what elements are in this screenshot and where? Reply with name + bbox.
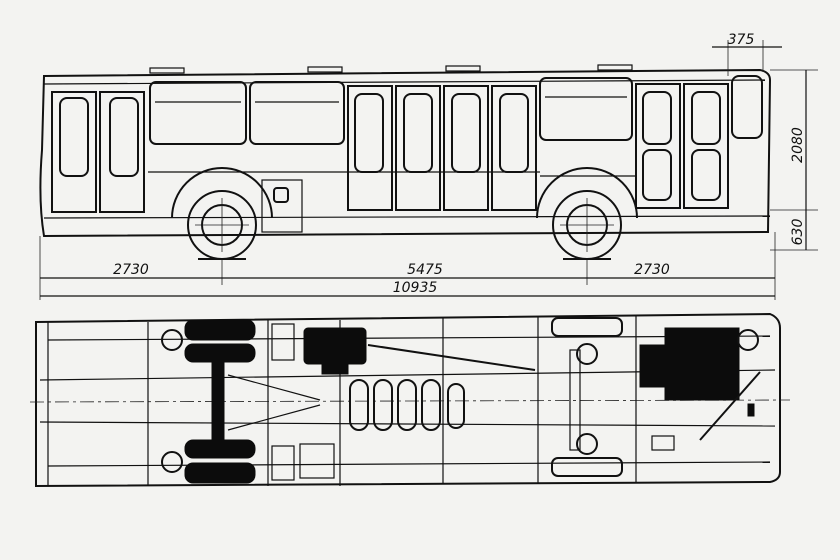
dimension-lines (39, 40, 818, 300)
dim-630: 630 (790, 219, 806, 246)
front-axle (551, 317, 623, 477)
batteries (271, 323, 335, 481)
dim-10935: 10935 (393, 280, 438, 296)
dim-5475: 5475 (407, 262, 443, 278)
body-outline (39, 68, 772, 238)
roof-line (43, 79, 766, 85)
fuel-tanks (349, 379, 465, 431)
service-hatch (261, 179, 303, 233)
door-rear (51, 91, 145, 213)
engine (639, 327, 761, 451)
skirt-line (43, 215, 771, 219)
chassis-outline (35, 312, 781, 488)
dim-375: 375 (728, 32, 755, 48)
dim-2080: 2080 (790, 127, 806, 163)
roof-hatches (149, 64, 633, 74)
rear-wheel (171, 167, 273, 260)
front-wheel (536, 167, 638, 260)
door-middle (347, 85, 537, 211)
side-view (39, 64, 772, 260)
side-windows (149, 77, 633, 145)
plan-view (29, 312, 791, 488)
dim-2730-front: 2730 (634, 262, 670, 278)
door-front (635, 75, 763, 209)
gearbox (303, 327, 536, 375)
fuel-cap (273, 187, 289, 203)
rear-axle (161, 319, 321, 484)
dim-2730-rear: 2730 (113, 262, 149, 278)
